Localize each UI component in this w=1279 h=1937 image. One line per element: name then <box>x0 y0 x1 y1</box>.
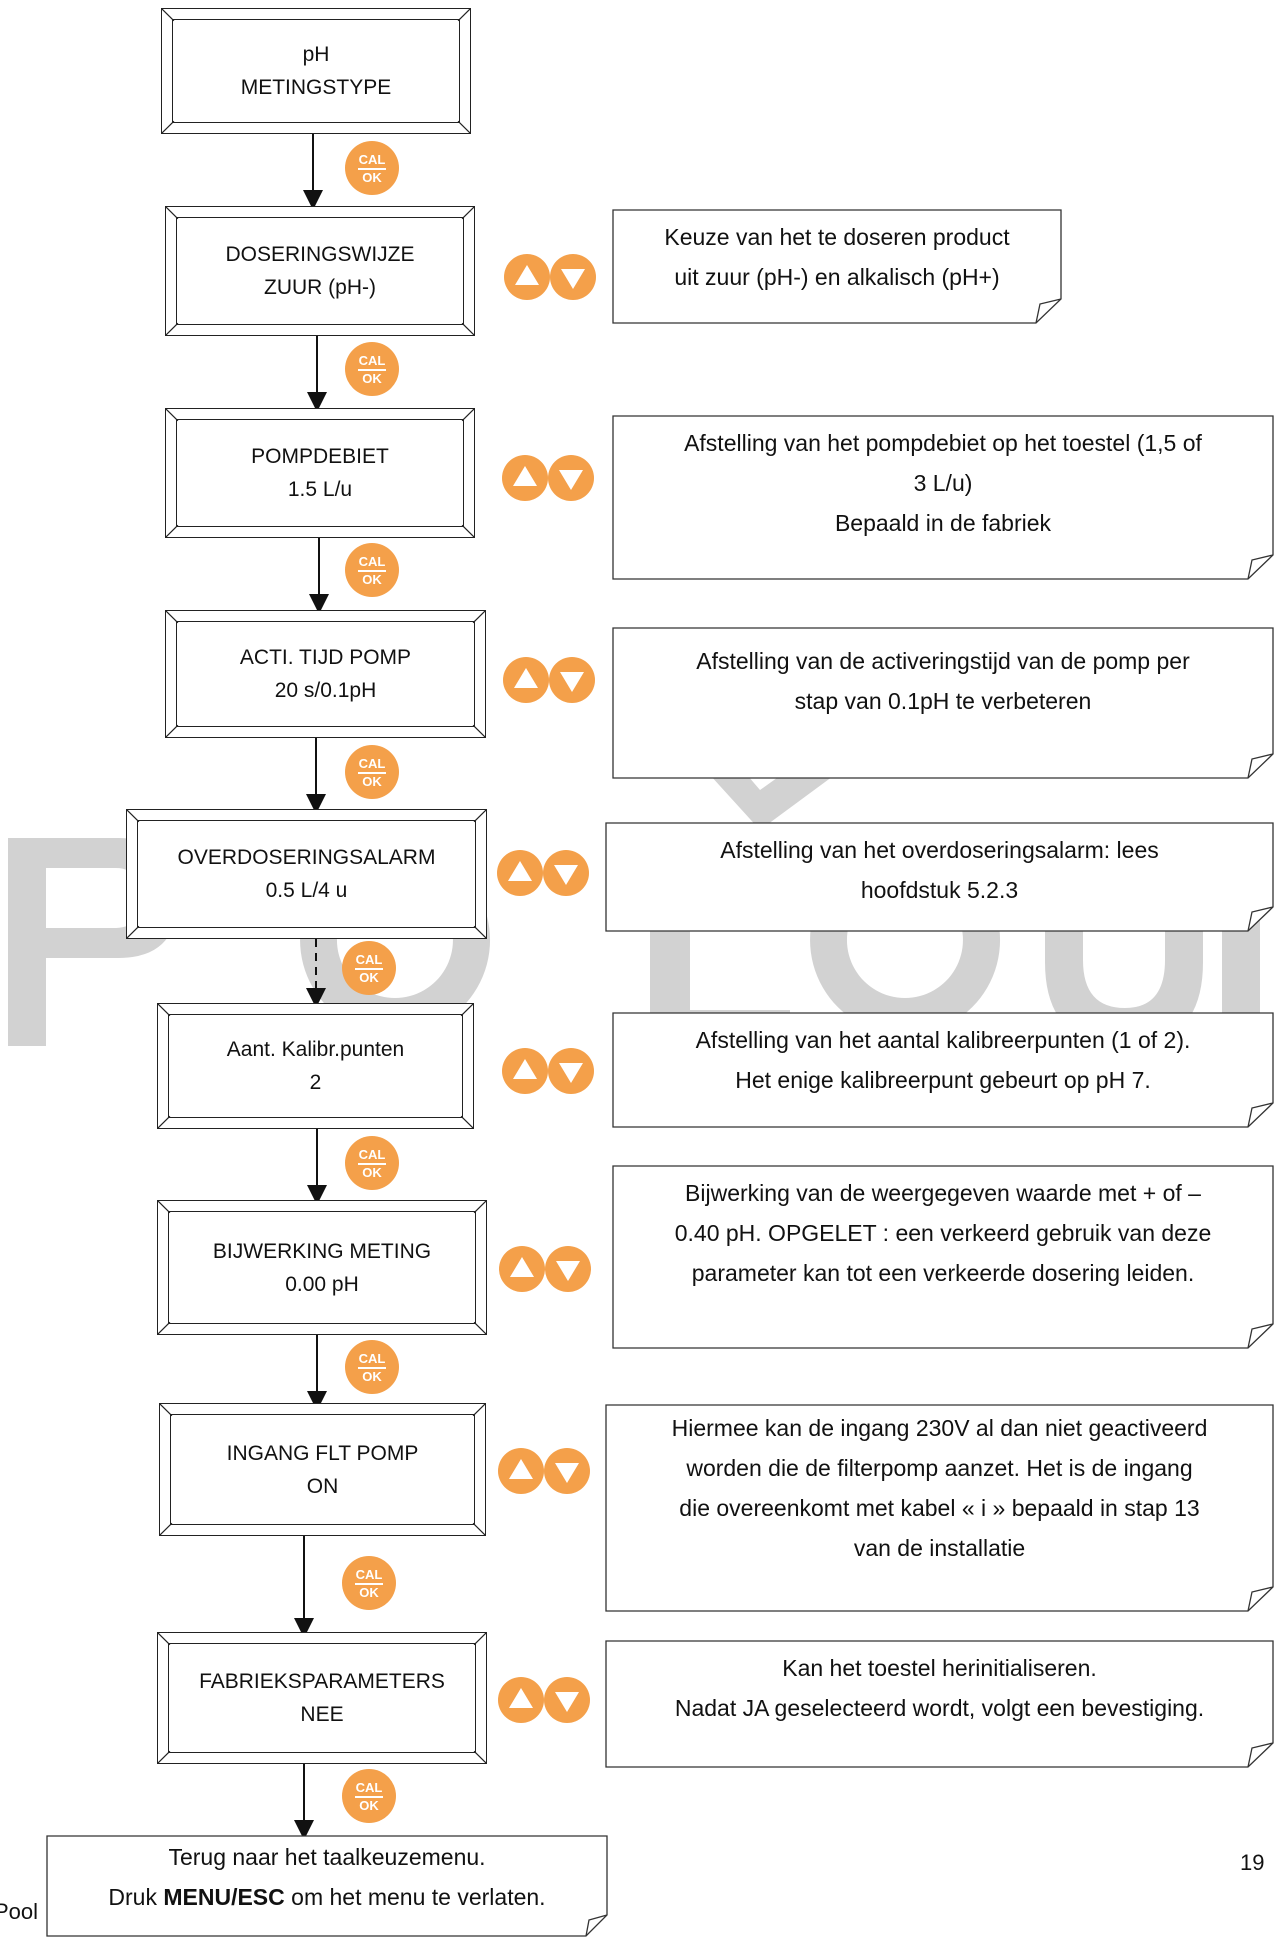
note-line: die overeenkomt met kabel « i » bepaald … <box>679 1495 1200 1521</box>
note-line: uit zuur (pH-) en alkalisch (pH+) <box>674 264 1000 290</box>
step-line1: OVERDOSERINGSALARM <box>177 846 436 869</box>
final-line2: Druk MENU/ESC om het menu te verlaten. <box>56 1877 598 1917</box>
note-line: hoofdstuk 5.2.3 <box>860 877 1019 903</box>
note-line: Bijwerking van de weergegeven waarde met… <box>685 1180 1201 1206</box>
note-line: Afstelling van het overdoseringsalarm: l… <box>720 837 1159 863</box>
page-number: 19 <box>1240 1850 1265 1875</box>
svg-text:OK: OK <box>362 1369 382 1384</box>
cal-ok-button-icon: CAL OK <box>342 1769 396 1823</box>
svg-text:OK: OK <box>359 1585 379 1600</box>
note-line: worden die de filterpomp aanzet. Het is … <box>686 1455 1193 1481</box>
step-line1: BIJWERKING METING <box>212 1239 432 1263</box>
note-factory-parameters: Kan het toestel herinitialiseren. Nadat J… <box>605 1640 1274 1768</box>
up-down-arrows-icon <box>502 455 594 501</box>
up-down-arrows-icon <box>503 657 595 703</box>
step-line1: POMPDEBIET <box>251 445 389 468</box>
note-line: Kan het toestel herinitialiseren. <box>782 1655 1097 1681</box>
up-down-arrows-icon <box>504 254 596 300</box>
step-line1: Aant. Kalibr.punten <box>226 1038 405 1061</box>
svg-text:OK: OK <box>362 170 382 185</box>
step-box-measurement-type: pH METINGSTYPE <box>161 8 471 134</box>
step-box-pump-activation-time: ACTI. TIJD POMP 20 s/0.1pH <box>165 610 486 738</box>
svg-text:OK: OK <box>359 1798 379 1813</box>
note-line: Keuze van het te doseren product <box>664 224 1010 250</box>
note-line: 0.40 pH. OPGELET : een verkeerd gebruik … <box>674 1220 1212 1246</box>
note-line: Afstelling van het aantal kalibreerpunte… <box>695 1027 1191 1053</box>
up-down-arrows-icon <box>498 1448 590 1494</box>
step-box-measurement-adjust: BIJWERKING METING 0.00 pH <box>157 1200 487 1335</box>
svg-text:CAL: CAL <box>356 1567 383 1582</box>
step-box-dosing-mode: DOSERINGSWIJZE ZUUR (pH-) <box>165 206 475 336</box>
note-line: Nadat JA geselecteerd wordt, volgt een b… <box>674 1695 1205 1721</box>
step-box-pump-flow: POMPDEBIET 1.5 L/u <box>165 408 475 538</box>
note-measurement-adjust: Bijwerking van de weergegeven waarde met… <box>612 1165 1274 1349</box>
cal-ok-button-icon: CAL OK <box>345 1136 399 1190</box>
note-product-choice: Keuze van het te doseren product uit zuur… <box>612 209 1062 324</box>
cal-ok-button-icon: CAL OK <box>342 1556 396 1610</box>
note-line: Afstelling van de activeringstijd van de… <box>696 648 1190 674</box>
step-line2: METINGSTYPE <box>240 76 392 99</box>
up-down-arrows-icon <box>502 1048 594 1094</box>
up-down-arrows-icon <box>499 1246 591 1292</box>
step-box-filter-pump-input: INGANG FLT POMP ON <box>159 1403 486 1536</box>
note-line: Hiermee kan de ingang 230V al dan niet g… <box>671 1415 1208 1441</box>
cal-ok-button-icon: CAL OK <box>345 1340 399 1394</box>
step-line1: DOSERINGSWIJZE <box>225 243 415 266</box>
svg-text:CAL: CAL <box>359 152 386 167</box>
step-line1: INGANG FLT POMP <box>226 1441 419 1465</box>
step-line2: ZUUR (pH-) <box>264 276 376 299</box>
up-down-arrows-icon <box>498 1677 590 1723</box>
final-line1: Terug naar het taalkeuzemenu. <box>168 1844 486 1870</box>
step-line2: 2 <box>309 1071 322 1094</box>
note-line: stap van 0.1pH te verbeteren <box>794 688 1092 714</box>
step-line2: 1.5 L/u <box>287 478 353 501</box>
cal-ok-button-icon: CAL OK <box>342 941 396 995</box>
svg-text:OK: OK <box>362 774 382 789</box>
note-line: parameter kan tot een verkeerde dosering… <box>691 1260 1195 1286</box>
note-pump-flow: Afstelling van het pompdebiet op het toe… <box>612 415 1274 580</box>
note-line: Het enige kalibreerpunt gebeurt op pH 7. <box>735 1067 1151 1093</box>
step-line1: FABRIEKSPARAMETERS <box>199 1670 445 1693</box>
cal-ok-button-icon: CAL OK <box>345 745 399 799</box>
svg-text:CAL: CAL <box>356 952 383 967</box>
svg-text:CAL: CAL <box>356 1780 383 1795</box>
note-final-return: Terug naar het taalkeuzemenu. Druk MENU/… <box>46 1835 608 1937</box>
up-down-arrows-icon <box>497 850 589 896</box>
svg-text:CAL: CAL <box>359 554 386 569</box>
step-line2: ON <box>306 1474 339 1498</box>
step-line2: 0.00 pH <box>285 1272 359 1296</box>
step-line1: pH <box>302 43 330 66</box>
step-line1: ACTI. TIJD POMP <box>239 646 412 669</box>
step-line2: NEE <box>300 1703 344 1726</box>
step-line2: 20 s/0.1pH <box>274 679 377 702</box>
svg-text:CAL: CAL <box>359 756 386 771</box>
note-line: Afstelling van het pompdebiet op het toe… <box>684 430 1202 456</box>
svg-text:CAL: CAL <box>359 353 386 368</box>
cal-ok-button-icon: CAL OK <box>345 342 399 396</box>
note-calibration-points: Afstelling van het aantal kalibreerpunte… <box>612 1012 1274 1128</box>
note-line: 3 L/u) <box>913 470 973 496</box>
svg-text:OK: OK <box>362 371 382 386</box>
final-line2-pre: Druk <box>108 1884 164 1910</box>
note-overdose-alarm: Afstelling van het overdoseringsalarm: l… <box>605 822 1274 932</box>
step-box-calibration-points: Aant. Kalibr.punten 2 <box>157 1003 474 1129</box>
note-activation-time: Afstelling van de activeringstijd van de… <box>612 627 1274 779</box>
svg-text:OK: OK <box>359 970 379 985</box>
note-line: Bepaald in de fabriek <box>834 510 1052 536</box>
svg-text:CAL: CAL <box>359 1147 386 1162</box>
final-line2-post: om het menu te verlaten. <box>284 1884 546 1910</box>
cal-ok-button-icon: CAL OK <box>345 141 399 195</box>
step-box-overdose-alarm: OVERDOSERINGSALARM 0.5 L/4 u <box>126 809 487 939</box>
note-line: van de installatie <box>853 1535 1026 1561</box>
svg-text:OK: OK <box>362 572 382 587</box>
note-filter-pump-input: Hiermee kan de ingang 230V al dan niet g… <box>605 1404 1274 1612</box>
svg-text:CAL: CAL <box>359 1351 386 1366</box>
cal-ok-button-icon: CAL OK <box>345 543 399 597</box>
step-box-factory-parameters: FABRIEKSPARAMETERS NEE <box>157 1632 487 1764</box>
footer-left-text: Pool <box>0 1899 39 1924</box>
menu-esc-key-label: MENU/ESC <box>163 1884 285 1910</box>
step-line2: 0.5 L/4 u <box>265 879 348 902</box>
svg-text:OK: OK <box>362 1165 382 1180</box>
